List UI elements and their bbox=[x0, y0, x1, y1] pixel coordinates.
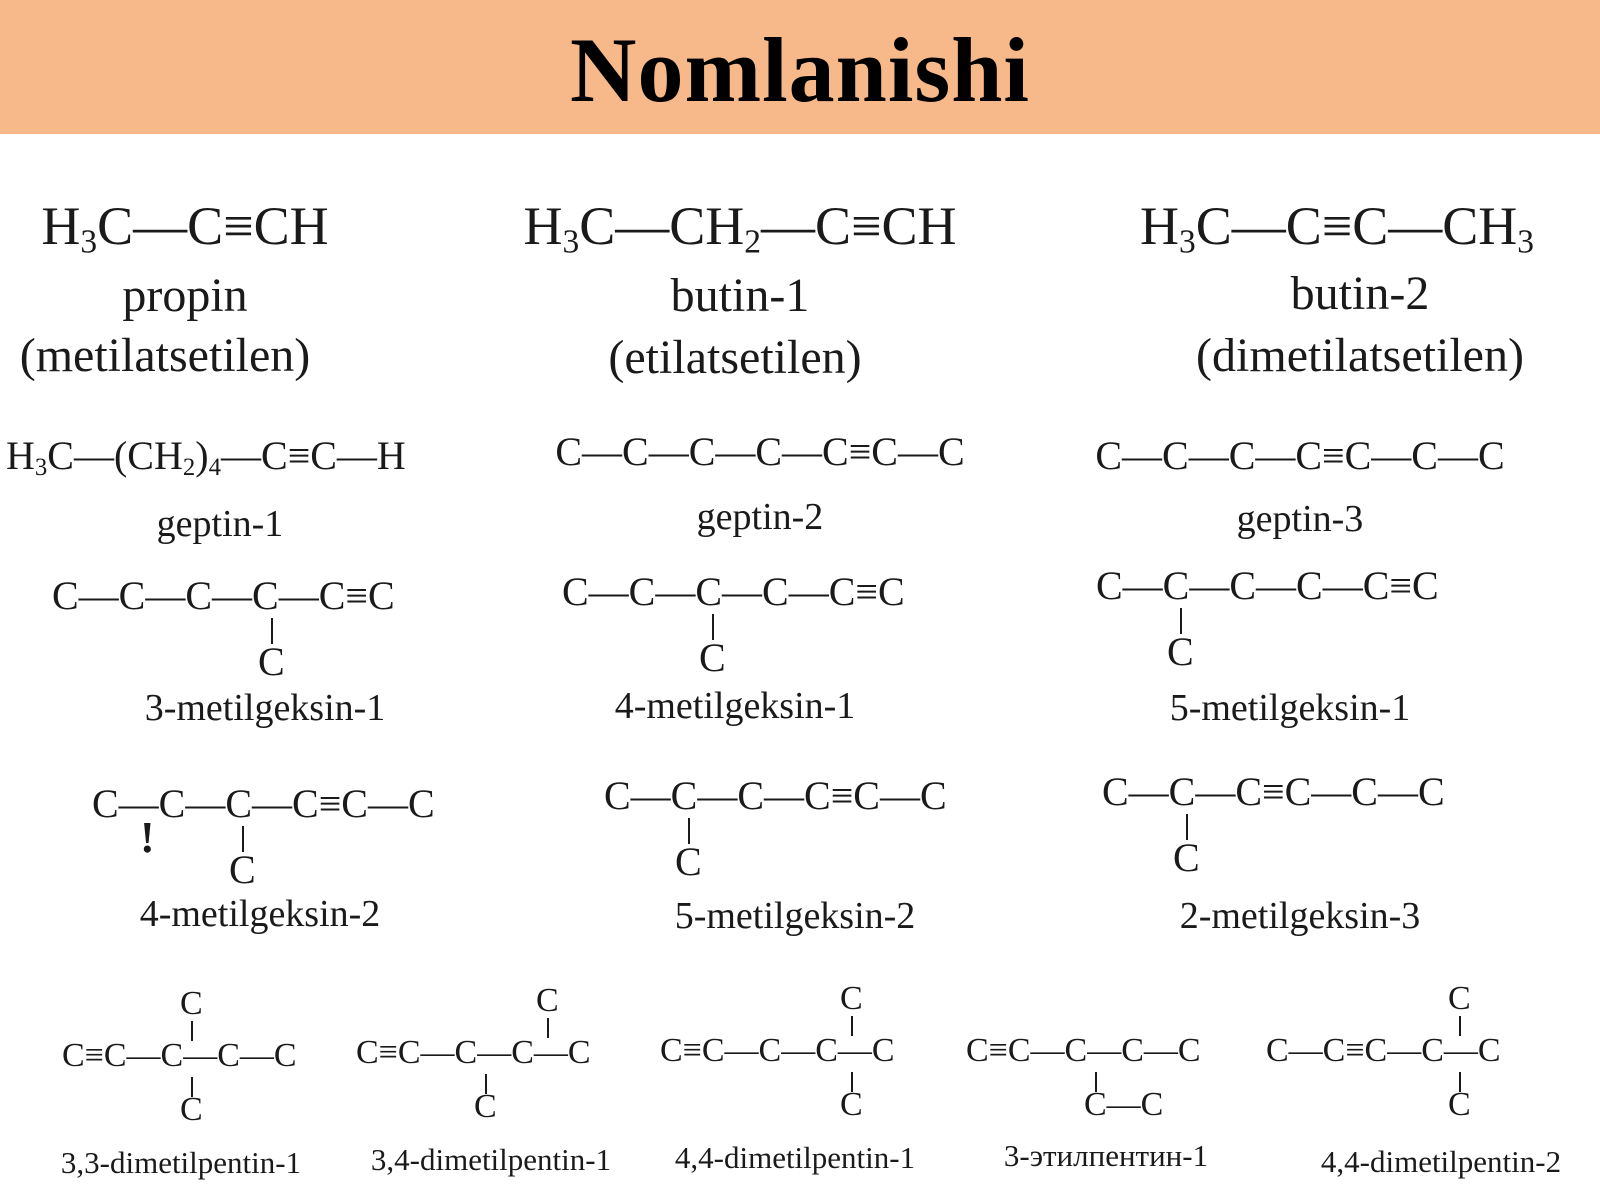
structure-5-metilgeksin-1: C—C—C—C—C≡C C bbox=[1096, 562, 1496, 674]
structure-4-4-dimetilpentin-1: C C≡C—C—C—C C bbox=[660, 980, 940, 1130]
alt-name-butin-1: (etilatsetilen) bbox=[608, 331, 862, 384]
bond-vertical bbox=[242, 826, 244, 852]
main-chain: C—C—C—C—C≡C bbox=[562, 569, 905, 614]
formula-butin-1: H3C—CH2—C≡CH bbox=[523, 196, 957, 261]
annotation-mark: ! bbox=[140, 813, 155, 862]
substituent-bottom: C bbox=[180, 1091, 203, 1128]
substituent: C bbox=[1167, 629, 1194, 674]
main-chain: C—C—C—C≡C—C bbox=[604, 773, 947, 818]
name-5-metilgeksin-2: 5-metilgeksin-2 bbox=[674, 895, 916, 937]
alt-name-butin-2: (dimetilatsetilen) bbox=[1196, 329, 1524, 382]
main-chain: C—C—C—C—C≡C bbox=[1096, 563, 1439, 608]
header-banner: Nomlanishi bbox=[0, 0, 1600, 134]
bond-vertical-top bbox=[191, 1021, 193, 1041]
name-4-4-dimetilpentin-2: 4,4-dimetilpentin-2 bbox=[1320, 1144, 1562, 1179]
substituent: C bbox=[675, 839, 702, 884]
name-3-3-dimetilpentin-1: 3,3-dimetilpentin-1 bbox=[60, 1145, 302, 1180]
structure-3-metilgeksin-1: C—C—C—C—C≡C C bbox=[52, 572, 452, 684]
bond-vertical-bottom bbox=[851, 1072, 853, 1092]
main-chain: C—C—C—C≡C—C bbox=[92, 781, 435, 826]
bond-vertical bbox=[1186, 814, 1188, 840]
substituent-top: C bbox=[840, 980, 863, 1017]
bond-vertical bbox=[688, 818, 690, 844]
bond-vertical bbox=[712, 614, 714, 640]
name-3-etilpentin-1: 3-этилпентин-1 bbox=[1003, 1138, 1209, 1173]
substituent-bottom: C—C bbox=[1084, 1086, 1164, 1123]
name-2-metilgeksin-3: 2-metilgeksin-3 bbox=[1179, 895, 1421, 937]
substituent: C bbox=[699, 635, 726, 680]
name-propin: propin bbox=[122, 269, 248, 322]
formula-geptin-2: C—C—C—C—C≡C—C bbox=[555, 429, 965, 474]
substituent-top: C bbox=[1448, 980, 1471, 1017]
main-chain: C≡C—C—C—C bbox=[660, 1032, 895, 1069]
bond-vertical-top bbox=[1459, 1016, 1461, 1036]
structure-3-etilpentin-1: C≡C—C—C—C C—C bbox=[966, 1032, 1246, 1132]
formula-butin-2: H3C—C≡C—CH3 bbox=[1140, 196, 1534, 261]
substituent-bottom: C bbox=[1448, 1086, 1471, 1123]
alt-name-propin: (metilatsetilen) bbox=[19, 329, 311, 382]
main-chain: C—C—C—C—C≡C bbox=[52, 573, 395, 618]
bond-vertical-bottom bbox=[1459, 1072, 1461, 1092]
bond-vertical-top bbox=[851, 1016, 853, 1036]
structure-4-metilgeksin-1: C—C—C—C—C≡C C bbox=[562, 568, 962, 680]
page-title: Nomlanishi bbox=[570, 19, 1030, 121]
structure-3-3-dimetilpentin-1: C C≡C—C—C—C C bbox=[62, 985, 342, 1135]
main-chain: C≡C—C—C—C bbox=[62, 1037, 297, 1074]
main-chain: C—C—C≡C—C—C bbox=[1102, 769, 1445, 814]
bond-vertical-top bbox=[547, 1018, 549, 1038]
bond-vertical bbox=[1180, 608, 1182, 634]
formula-geptin-1: H3C—(CH2)4—C≡C—H bbox=[6, 433, 406, 482]
name-4-metilgeksin-1: 4-metilgeksin-1 bbox=[614, 685, 856, 727]
name-geptin-3: geptin-3 bbox=[1236, 498, 1364, 540]
substituent-bottom: C bbox=[474, 1088, 497, 1125]
name-butin-1: butin-1 bbox=[670, 269, 810, 322]
bond-vertical-bottom bbox=[191, 1077, 193, 1097]
name-geptin-2: geptin-2 bbox=[696, 496, 824, 538]
substituent-bottom: C bbox=[840, 1086, 863, 1123]
substituent: C bbox=[229, 847, 256, 892]
bond-vertical-bottom bbox=[485, 1074, 487, 1094]
structure-4-4-dimetilpentin-2: C C—C≡C—C—C C bbox=[1266, 980, 1566, 1130]
structure-4-metilgeksin-2: C—C—C—C≡C—C C bbox=[92, 780, 492, 892]
substituent-top: C bbox=[536, 982, 559, 1019]
structure-5-metilgeksin-2: C—C—C—C≡C—C C bbox=[604, 772, 1004, 884]
structure-3-4-dimetilpentin-1: C C≡C—C—C—C C bbox=[356, 982, 636, 1132]
name-3-4-dimetilpentin-1: 3,4-dimetilpentin-1 bbox=[370, 1142, 612, 1177]
substituent-top: C bbox=[180, 985, 203, 1022]
main-chain: C—C≡C—C—C bbox=[1266, 1032, 1501, 1069]
substituent: C bbox=[258, 639, 285, 684]
name-butin-2: butin-2 bbox=[1290, 267, 1430, 320]
formula-propin: H3C—C≡CH bbox=[41, 196, 329, 261]
main-chain: C≡C—C—C—C bbox=[966, 1032, 1201, 1069]
formula-geptin-3: C—C—C—C≡C—C—C bbox=[1095, 433, 1505, 478]
name-4-4-dimetilpentin-1: 4,4-dimetilpentin-1 bbox=[674, 1140, 916, 1175]
substituent: C bbox=[1173, 835, 1200, 880]
name-5-metilgeksin-1: 5-metilgeksin-1 bbox=[1169, 687, 1411, 729]
structure-2-metilgeksin-3: C—C—C≡C—C—C C bbox=[1102, 768, 1502, 880]
name-geptin-1: geptin-1 bbox=[156, 503, 284, 545]
name-4-metilgeksin-2: 4-metilgeksin-2 bbox=[139, 893, 381, 935]
name-3-metilgeksin-1: 3-metilgeksin-1 bbox=[144, 687, 386, 729]
bond-vertical-bottom bbox=[1095, 1072, 1097, 1092]
main-chain: C≡C—C—C—C bbox=[356, 1034, 591, 1071]
bond-vertical bbox=[271, 618, 273, 644]
